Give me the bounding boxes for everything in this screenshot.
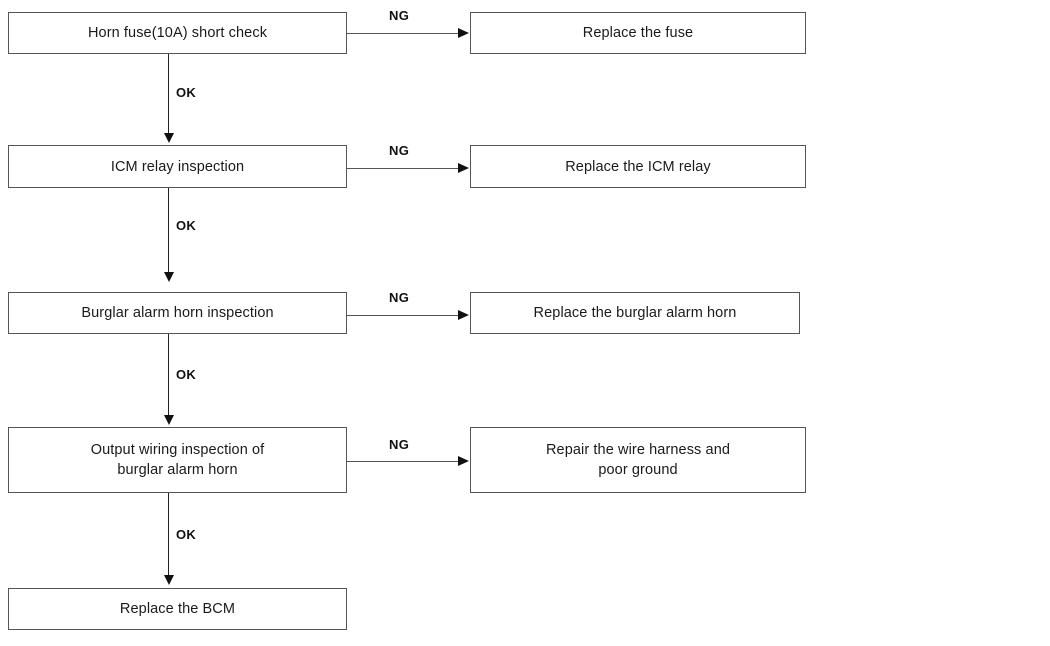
arrowhead-ng-3 [458,310,469,320]
node-label: Replace the fuse [582,25,694,41]
arrowhead-ng-2 [458,163,469,173]
process-node-icm-relay-inspection[interactable]: ICM relay inspection [8,145,347,188]
result-node-replace-burglar-alarm-horn[interactable]: Replace the burglar alarm horn [470,292,800,334]
process-node-output-wiring-inspection[interactable]: Output wiring inspection of burglar alar… [8,427,347,493]
connector-ng-2 [347,168,459,169]
process-node-horn-fuse-check[interactable]: Horn fuse(10A) short check [8,12,347,54]
node-label: Replace the ICM relay [565,158,711,175]
node-label: ICM relay inspection [110,158,245,175]
edge-label-ng-1: NG [389,8,410,23]
arrowhead-ok-3 [164,415,174,425]
result-node-replace-icm-relay[interactable]: Replace the ICM relay [470,145,806,188]
process-node-burglar-alarm-horn-inspection[interactable]: Burglar alarm horn inspection [8,292,347,334]
connector-ok-2 [168,188,169,273]
arrowhead-ok-2 [164,272,174,282]
terminal-node-replace-bcm[interactable]: Replace the BCM [8,588,347,630]
arrowhead-ng-4 [458,456,469,466]
result-node-repair-wire-harness[interactable]: Repair the wire harness and poor ground [470,427,806,493]
edge-label-ok-3: OK [176,367,197,382]
connector-ok-4 [168,493,169,576]
arrowhead-ok-1 [164,133,174,143]
node-label: Output wiring inspection of burglar alar… [90,442,265,478]
node-label: Replace the burglar alarm horn [533,305,737,321]
edge-label-ng-4: NG [389,437,410,452]
edge-label-ng-3: NG [389,290,410,305]
edge-label-ng-2: NG [389,143,410,158]
arrowhead-ng-1 [458,28,469,38]
node-label: Repair the wire harness and poor ground [545,442,731,478]
arrowhead-ok-4 [164,575,174,585]
node-label: Horn fuse(10A) short check [87,25,268,41]
edge-label-ok-1: OK [176,85,197,100]
connector-ng-1 [347,33,459,34]
connector-ok-3 [168,334,169,417]
node-label: Replace the BCM [119,601,236,617]
edge-label-ok-4: OK [176,527,197,542]
connector-ng-4 [347,461,459,462]
node-label: Burglar alarm horn inspection [81,305,274,321]
result-node-replace-fuse[interactable]: Replace the fuse [470,12,806,54]
connector-ok-1 [168,54,169,135]
connector-ng-3 [347,315,459,316]
edge-label-ok-2: OK [176,218,197,233]
